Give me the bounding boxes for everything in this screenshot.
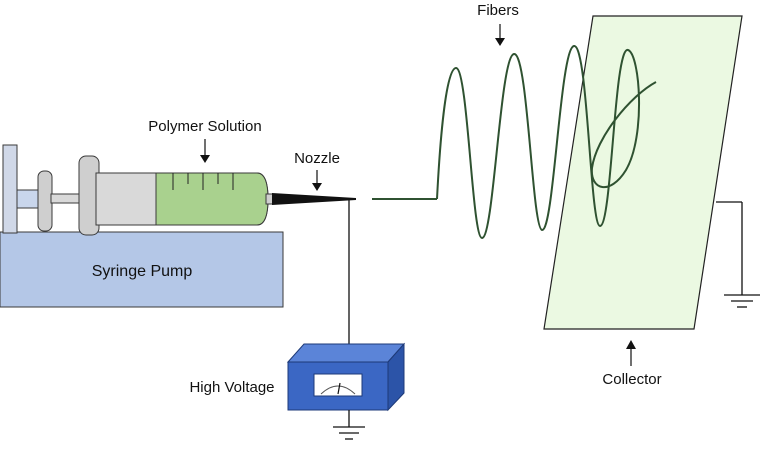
plunger-rod bbox=[50, 193, 84, 204]
nozzle-needle bbox=[272, 193, 356, 205]
hv-ground-icon bbox=[333, 426, 365, 440]
high-voltage-supply: High Voltage bbox=[189, 200, 406, 440]
syringe-pump-label: Syringe Pump bbox=[92, 263, 193, 280]
collector-label: Collector bbox=[602, 371, 661, 388]
syringe bbox=[95, 172, 356, 226]
collector-arrowhead bbox=[626, 340, 636, 349]
collector-plate bbox=[543, 15, 743, 330]
voltmeter-dial bbox=[320, 385, 356, 395]
voltmeter-needle bbox=[337, 382, 341, 395]
pump-body bbox=[0, 231, 284, 308]
polymer-solution-callout: Polymer Solution bbox=[148, 118, 262, 163]
nozzle-callout: Nozzle bbox=[294, 150, 340, 191]
pump-pusher bbox=[2, 144, 100, 236]
fibers-callout: Fibers bbox=[477, 2, 519, 46]
collector: Collector bbox=[543, 15, 760, 388]
collector-ground-icon bbox=[724, 294, 760, 308]
pusher-plate bbox=[2, 144, 18, 234]
fibers-arrowhead bbox=[495, 38, 505, 46]
hv-box-top bbox=[286, 343, 406, 363]
nozzle-arrowhead bbox=[312, 183, 322, 191]
high-voltage-label: High Voltage bbox=[189, 379, 274, 396]
pusher-block bbox=[16, 189, 40, 209]
fibers-label: Fibers bbox=[477, 2, 519, 19]
plunger-thumb-disc bbox=[37, 170, 53, 232]
syringe-pump: Syringe Pump bbox=[0, 231, 284, 308]
polymer-solution-label: Polymer Solution bbox=[148, 118, 261, 135]
nozzle-label: Nozzle bbox=[294, 150, 340, 167]
graduation-marks bbox=[172, 173, 234, 190]
fiber-spiral bbox=[436, 44, 657, 239]
polymer-solution-arrowhead bbox=[200, 155, 210, 163]
